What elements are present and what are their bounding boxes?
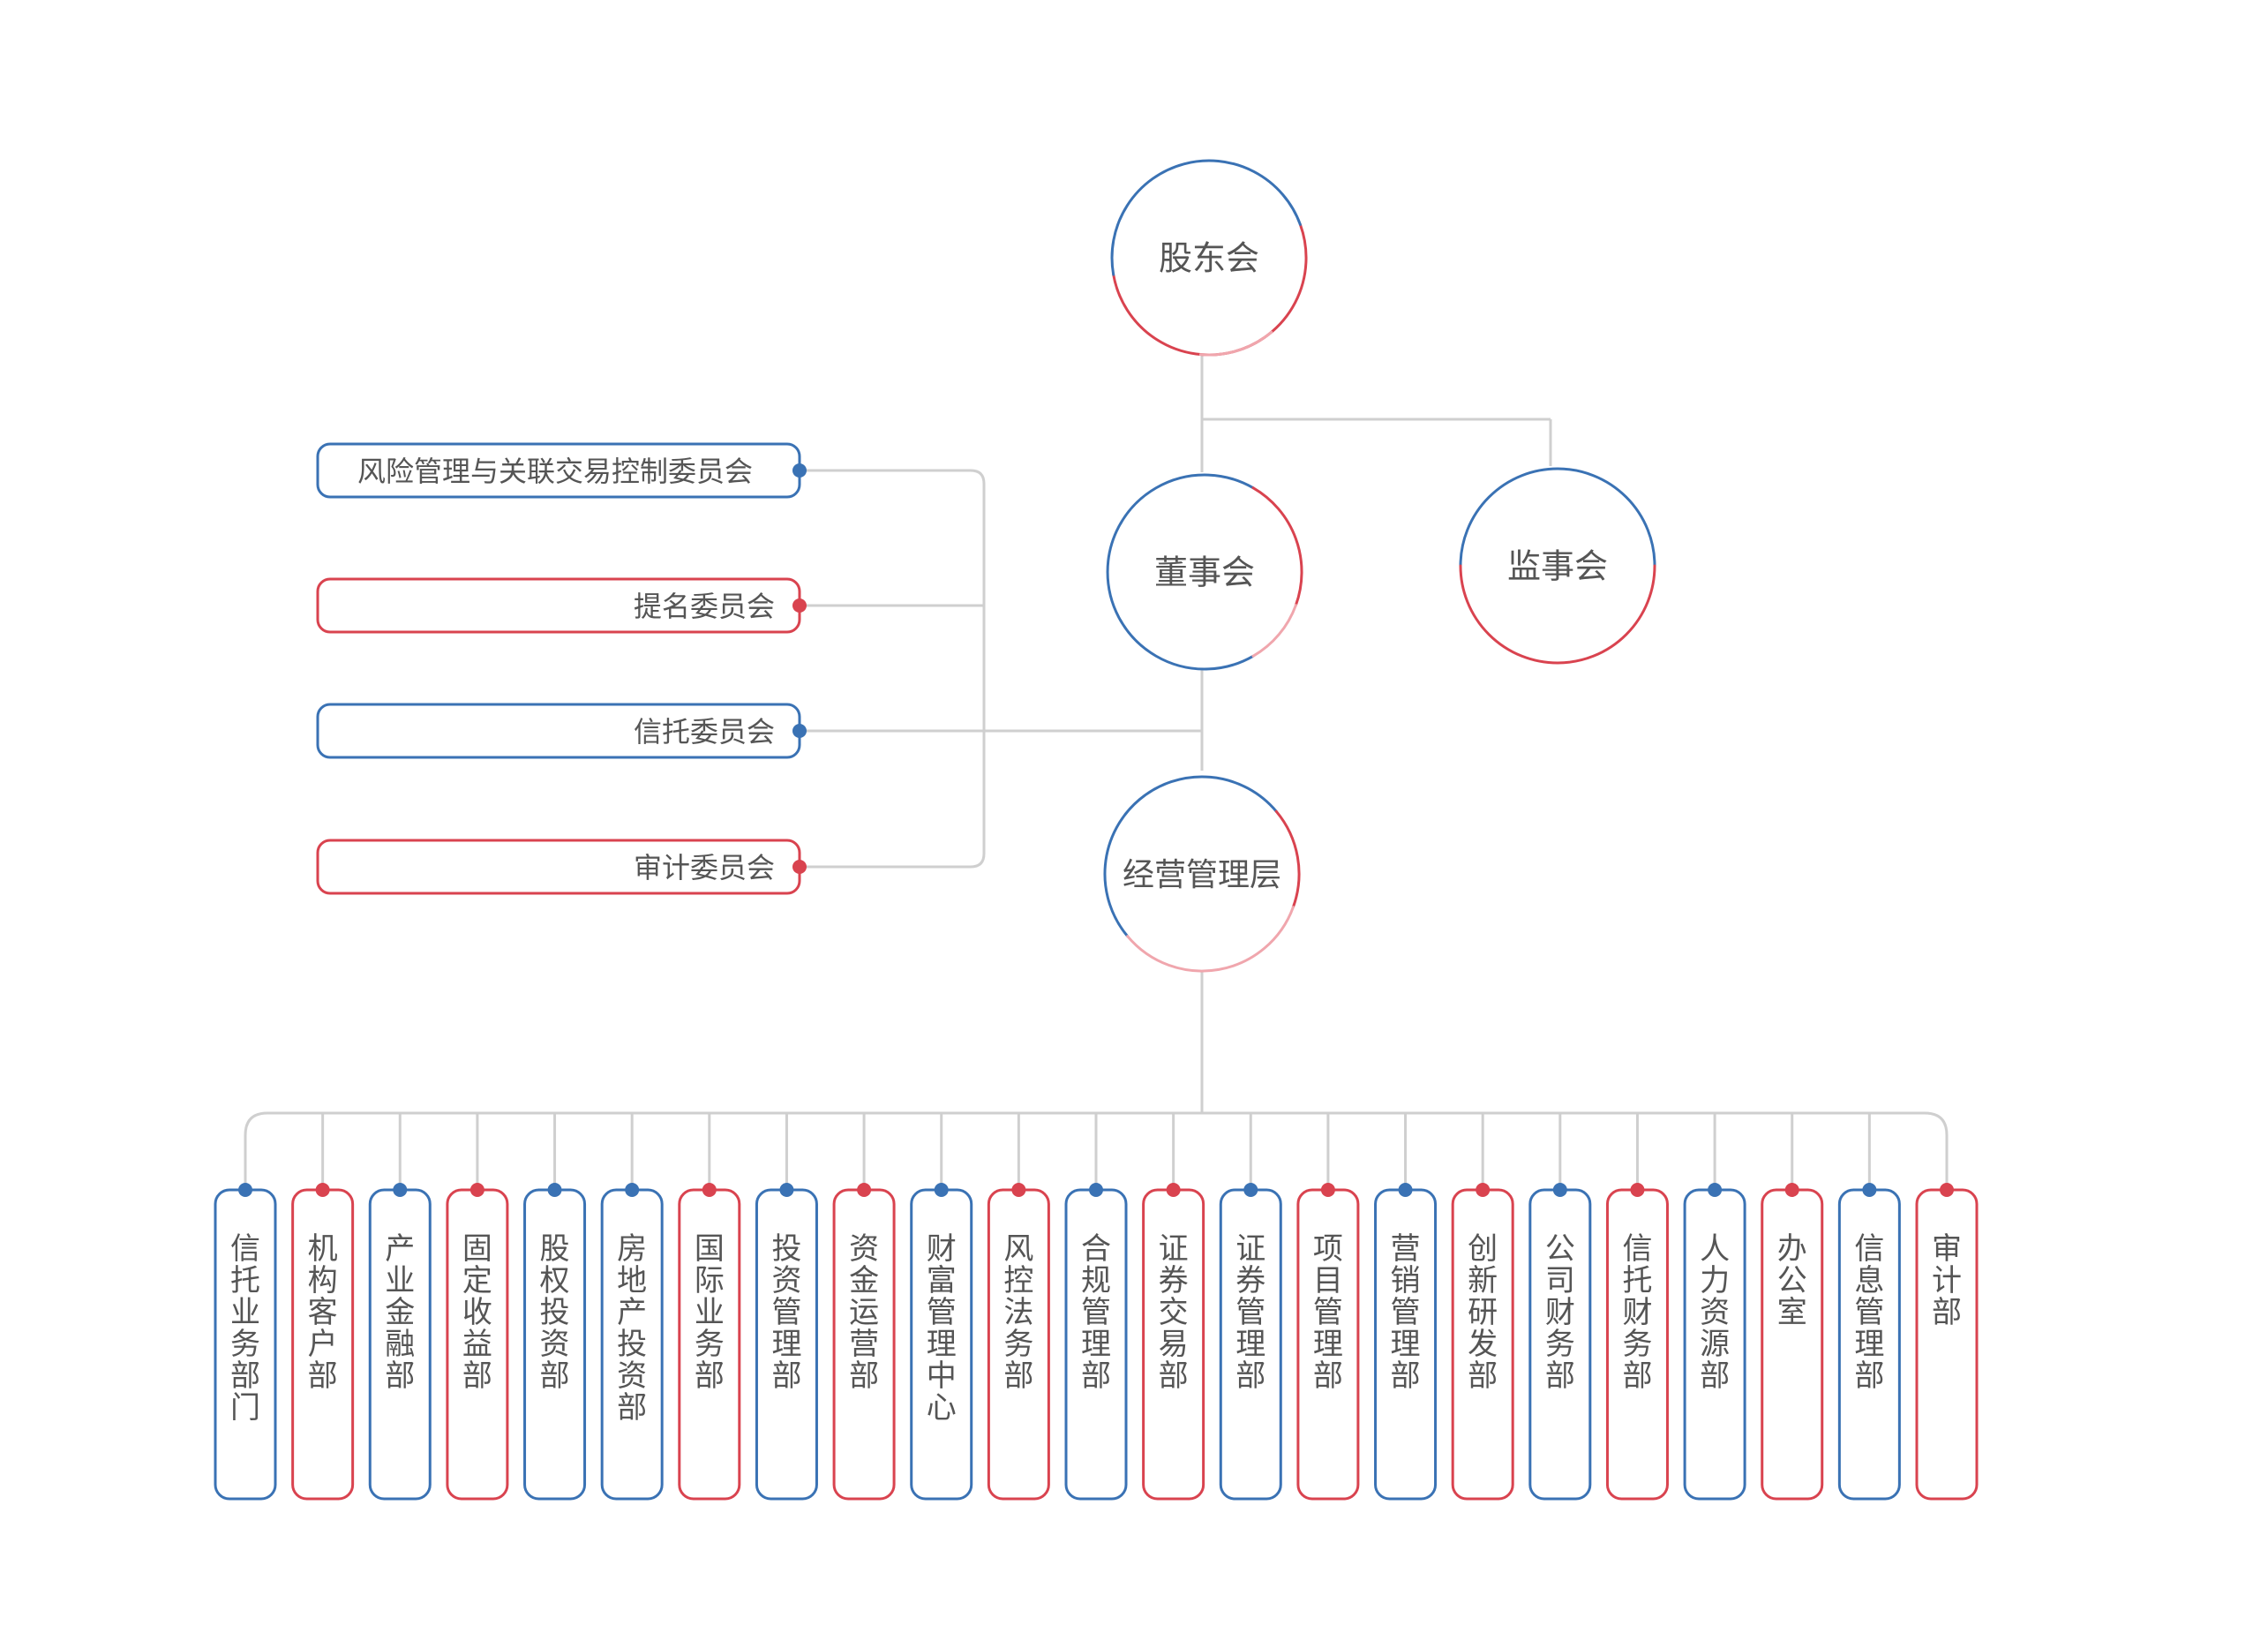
department-label: 财富管理中心 — [927, 1231, 957, 1426]
management-label: 经营管理层 — [1123, 857, 1281, 893]
connector-dot — [792, 598, 807, 613]
connector-dot — [1398, 1183, 1413, 1197]
department-label: 项目管理部 — [1313, 1231, 1343, 1394]
committee-item[interactable]: 审计委员会 — [316, 839, 807, 895]
connector-dot — [1708, 1183, 1723, 1197]
department-item[interactable]: 投资管理部 — [755, 1183, 818, 1501]
department-item[interactable]: 机构客户部 — [291, 1183, 355, 1501]
department-label: 投资管理部 — [771, 1231, 801, 1394]
department-item[interactable]: 产业金融部 — [368, 1183, 432, 1501]
department-item[interactable]: 营销管理部 — [1374, 1183, 1438, 1501]
connector-dot — [1320, 1183, 1335, 1197]
connector-dot — [702, 1183, 717, 1197]
connector-dot — [792, 463, 807, 478]
connector-dot — [792, 724, 807, 738]
shareholders-node[interactable]: 股东会 — [1110, 159, 1308, 357]
department-label: 资金运营部 — [849, 1231, 879, 1394]
connector-dot — [315, 1183, 330, 1197]
department-item[interactable]: 固定收益部 — [446, 1183, 509, 1501]
department-label: 审计部 — [1932, 1231, 1962, 1330]
department-label: 信托业务部门 — [230, 1231, 260, 1426]
department-item[interactable]: 公司财务部 — [1528, 1183, 1592, 1501]
board-label: 董事会 — [1154, 553, 1255, 592]
board-node[interactable]: 董事会 — [1106, 473, 1303, 671]
department-label: 营销管理部 — [1391, 1231, 1421, 1394]
connector-dot — [857, 1183, 872, 1197]
department-item[interactable]: 证券交易部 — [1142, 1183, 1205, 1501]
department-item[interactable]: 股权投资部 — [523, 1183, 587, 1501]
department-item[interactable]: 人力资源部 — [1683, 1183, 1746, 1501]
department-item[interactable]: 信息管理部 — [1837, 1183, 1901, 1501]
connector-dot — [238, 1183, 252, 1197]
connector-dot — [1011, 1183, 1026, 1197]
department-item[interactable]: 合规管理部 — [1064, 1183, 1128, 1501]
line-committee-bracket — [800, 469, 986, 869]
department-label: 信托财务部 — [1622, 1231, 1652, 1394]
department-label: 人力资源部 — [1700, 1231, 1730, 1394]
connector-dot — [792, 860, 807, 874]
connector-dot — [1166, 1183, 1181, 1197]
department-item[interactable]: 信托财务部 — [1605, 1183, 1669, 1501]
management-node[interactable]: 经营管理层 — [1103, 775, 1301, 973]
connector-dot — [779, 1183, 794, 1197]
department-item[interactable]: 风控法务部 — [987, 1183, 1050, 1501]
connector-dot — [393, 1183, 408, 1197]
department-label: 合规管理部 — [1081, 1231, 1111, 1394]
department-label: 信息管理部 — [1854, 1231, 1884, 1394]
department-label: 机构客户部 — [308, 1231, 338, 1394]
department-label: 国际业务部 — [695, 1231, 725, 1394]
shareholders-label: 股东会 — [1159, 239, 1259, 278]
connector-dot — [1552, 1183, 1567, 1197]
connector-dot — [1243, 1183, 1258, 1197]
committee-label: 审计委员会 — [634, 851, 775, 884]
department-label: 证券管理部 — [1235, 1231, 1265, 1394]
committee-item[interactable]: 提名委员会 — [316, 577, 807, 634]
connector-dot — [1940, 1183, 1954, 1197]
committee-label: 信托委员会 — [634, 715, 775, 749]
connector-dot — [547, 1183, 562, 1197]
department-item[interactable]: 房地产投资部 — [600, 1183, 664, 1501]
supervisors-node[interactable]: 监事会 — [1459, 467, 1656, 665]
committee-item[interactable]: 信托委员会 — [316, 703, 807, 759]
department-item[interactable]: 审计部 — [1915, 1183, 1979, 1501]
committee-label: 提名委员会 — [634, 590, 775, 623]
connector-dot — [1862, 1183, 1877, 1197]
department-label: 固定收益部 — [462, 1231, 492, 1394]
department-label: 公司财务部 — [1545, 1231, 1575, 1394]
committee-item[interactable]: 风险管理与关联交易控制委员会 — [316, 442, 807, 499]
department-item[interactable]: 办公室 — [1761, 1183, 1824, 1501]
department-label: 风控法务部 — [1003, 1231, 1033, 1394]
department-item[interactable]: 财富管理中心 — [910, 1183, 973, 1501]
connector-dot — [1630, 1183, 1645, 1197]
department-label: 证券交易部 — [1159, 1231, 1189, 1394]
connector-dot — [1784, 1183, 1799, 1197]
connector-dot — [934, 1183, 949, 1197]
department-label: 创新研发部 — [1468, 1231, 1498, 1394]
department-item[interactable]: 证券管理部 — [1219, 1183, 1282, 1501]
connector-lines — [244, 355, 1949, 1190]
connector-dot — [1476, 1183, 1491, 1197]
connector-dot — [469, 1183, 484, 1197]
department-label: 办公室 — [1777, 1231, 1807, 1330]
department-item[interactable]: 创新研发部 — [1451, 1183, 1514, 1501]
department-item[interactable]: 项目管理部 — [1296, 1183, 1360, 1501]
department-label: 股权投资部 — [540, 1231, 570, 1394]
department-item[interactable]: 信托业务部门 — [214, 1183, 277, 1501]
department-list: 信托业务部门 机构客户部 产业金融部 固定收益部 股权投资部 房地产投资部 国际业务部 投资管… — [214, 1183, 1979, 1501]
department-label: 产业金融部 — [385, 1231, 415, 1394]
supervisors-label: 监事会 — [1507, 547, 1608, 586]
connector-dot — [625, 1183, 640, 1197]
department-item[interactable]: 资金运营部 — [832, 1183, 896, 1501]
department-label: 房地产投资部 — [617, 1231, 647, 1426]
department-item[interactable]: 国际业务部 — [678, 1183, 741, 1501]
committee-label: 风险管理与关联交易控制委员会 — [357, 455, 753, 488]
connector-dot — [1089, 1183, 1103, 1197]
